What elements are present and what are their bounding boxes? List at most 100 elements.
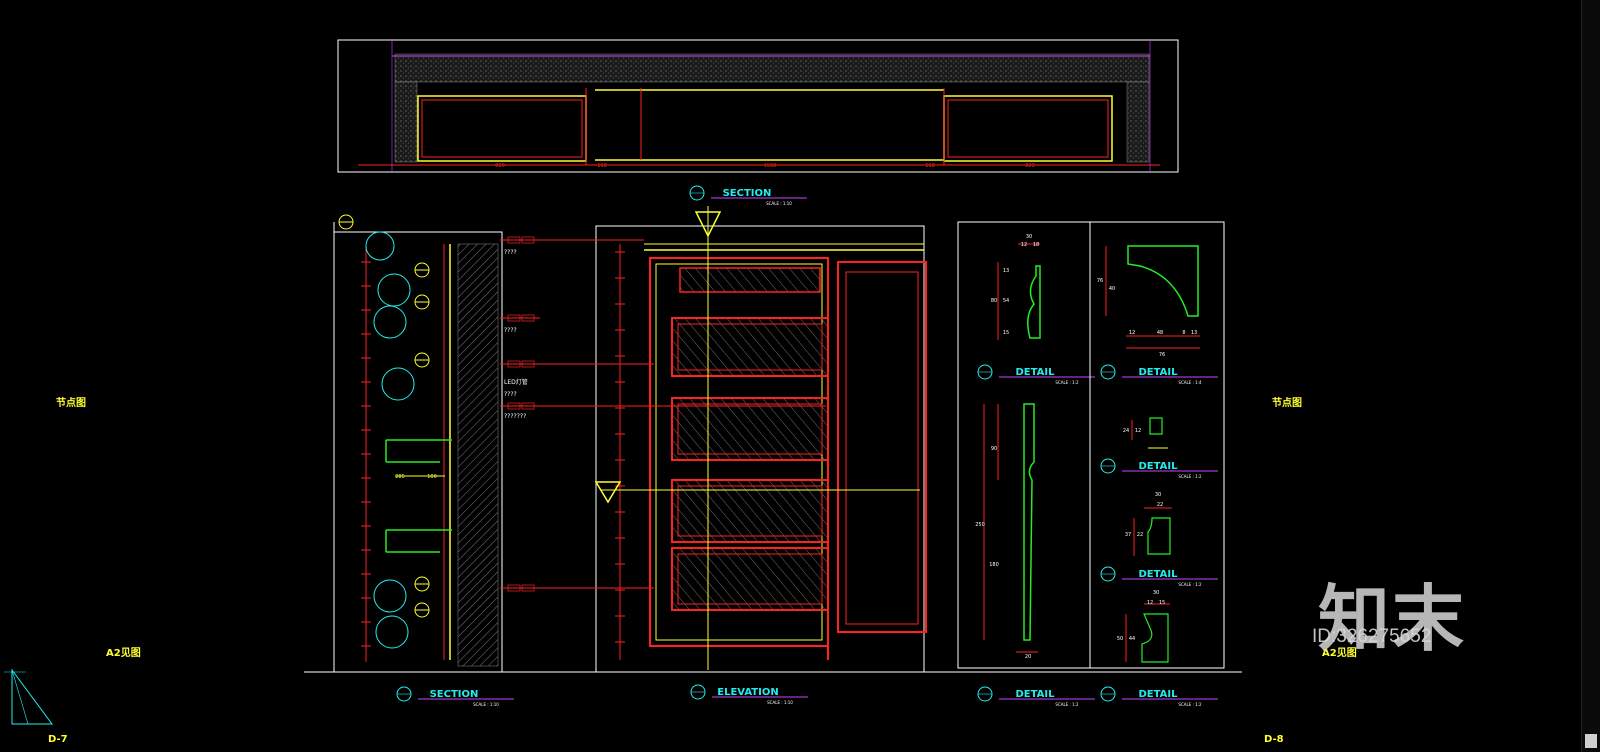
leader-box <box>507 236 521 244</box>
detail4-dim-text: 22 <box>1137 532 1143 538</box>
title-scale: SCALE : 1:2 <box>1178 474 1202 479</box>
title-text: SECTION <box>723 188 772 199</box>
detail6-dim-text: 90 <box>991 446 997 452</box>
section-cut-marker-top <box>694 211 722 238</box>
detail6-dim-text: 180 <box>989 562 999 568</box>
watermark-brand: 知末 <box>1318 577 1467 661</box>
scroll-thumb[interactable] <box>1585 734 1597 748</box>
detail6-profile <box>1023 403 1035 641</box>
detail3-profile <box>1149 417 1163 435</box>
top-section-frame <box>337 39 1179 173</box>
detail1-dim-text: 15 <box>1003 330 1009 336</box>
elevation-top-panel <box>679 267 821 293</box>
detail1-dim-text: 18 <box>1033 242 1039 248</box>
detail2-dim-text: 76 <box>1159 352 1165 358</box>
top-dim-text: 1568 <box>764 163 777 169</box>
detail1-dim-text: 30 <box>1026 234 1032 240</box>
detail5-dim-text: 30 <box>1153 590 1159 596</box>
left-note-text: ???? <box>504 391 517 398</box>
detail2-profile <box>1127 245 1199 317</box>
title-scale: SCALE : 1:10 <box>767 700 793 705</box>
elevation-frame <box>595 225 925 673</box>
detail5-profile <box>1141 613 1169 663</box>
left-callout-circle <box>381 367 415 401</box>
leader-box <box>521 584 535 592</box>
left-callout-circle <box>365 231 395 261</box>
detail2-dim-text: 12 <box>1129 330 1135 336</box>
side-label-right: 节点图 <box>1272 398 1302 409</box>
detail4-profile <box>1147 517 1171 555</box>
corner-triangle <box>11 668 53 725</box>
left-note-text: ???? <box>504 249 517 256</box>
title-scale: SCALE : 1:2 <box>1178 582 1202 587</box>
leader-box <box>507 360 521 368</box>
left-wall-hatch <box>457 243 499 667</box>
top-cabinet-inner-0 <box>421 99 583 158</box>
detail6-dim-text: 20 <box>1025 654 1031 660</box>
top-dim-text: 820 <box>495 163 505 169</box>
left-callout-circle <box>373 579 407 613</box>
detail6-dim-text: 250 <box>975 522 985 528</box>
top-dim-text: 823 <box>1025 163 1035 169</box>
elevation-drawer-inner-2 <box>677 485 823 537</box>
side-label-right-bottom: A2见图 <box>1322 648 1357 659</box>
title-scale: SCALE : 1:4 <box>1178 380 1202 385</box>
sheet-id-left: D-7 <box>48 734 68 745</box>
title-scale: SCALE : 1:10 <box>766 201 792 206</box>
top-cabinet-inner-1 <box>947 99 1109 158</box>
detail1-dim-text: 80 <box>991 298 997 304</box>
top-cabinet-box-0 <box>417 95 587 162</box>
leader-box <box>521 360 535 368</box>
vertical-scrollbar[interactable] <box>1581 0 1600 752</box>
sheet-id-right: D-8 <box>1264 734 1284 745</box>
title-scale: SCALE : 1:2 <box>1055 702 1079 707</box>
watermark-id: ID:326275652 <box>1312 626 1432 647</box>
title-scale: SCALE : 1:2 <box>1178 702 1202 707</box>
left-dim-text: 285 <box>395 474 405 480</box>
section-cut-marker-left <box>594 481 622 504</box>
title-scale: SCALE : 1:2 <box>1055 380 1079 385</box>
title-text: DETAIL <box>1138 569 1178 580</box>
side-label-left-bottom: A2见图 <box>106 648 141 659</box>
left-callout-circle <box>375 615 409 649</box>
detail4-dim-text: 22 <box>1157 502 1163 508</box>
elevation-drawer-2 <box>671 479 829 543</box>
details-frame <box>957 221 1225 669</box>
left-dim-text: 100 <box>427 474 437 480</box>
top-cabinet-box-1 <box>943 95 1113 162</box>
leader-box <box>507 584 521 592</box>
elevation-group <box>540 206 927 673</box>
title-text: DETAIL <box>1138 367 1178 378</box>
detail5-dim-text: 44 <box>1129 636 1135 642</box>
title-section-top: SECTION SCALE : 1:10 <box>689 185 807 206</box>
title-text: SECTION <box>430 689 479 700</box>
left-shelf-1 <box>385 529 452 553</box>
detail2-dim-text: 40 <box>1109 286 1115 292</box>
elevation-right-panel <box>837 261 927 633</box>
detail1-dim-text: 54 <box>1003 298 1009 304</box>
leader-box <box>521 314 535 322</box>
detail2-dim-text: 13 <box>1191 330 1197 336</box>
top-wall-right <box>1126 81 1150 163</box>
leader-box <box>507 402 521 410</box>
leader-box <box>507 314 521 322</box>
elevation-drawer-1 <box>671 397 829 461</box>
detail2-dim-text: 76 <box>1097 278 1103 284</box>
left-callout-circle <box>377 273 411 307</box>
left-shelf-0 <box>385 439 452 463</box>
detail5-dim-text: 12 <box>1147 600 1153 606</box>
top-wall-left <box>394 81 418 163</box>
detail3-dim-text: 24 <box>1123 428 1129 434</box>
detail1-profile <box>1027 265 1041 339</box>
